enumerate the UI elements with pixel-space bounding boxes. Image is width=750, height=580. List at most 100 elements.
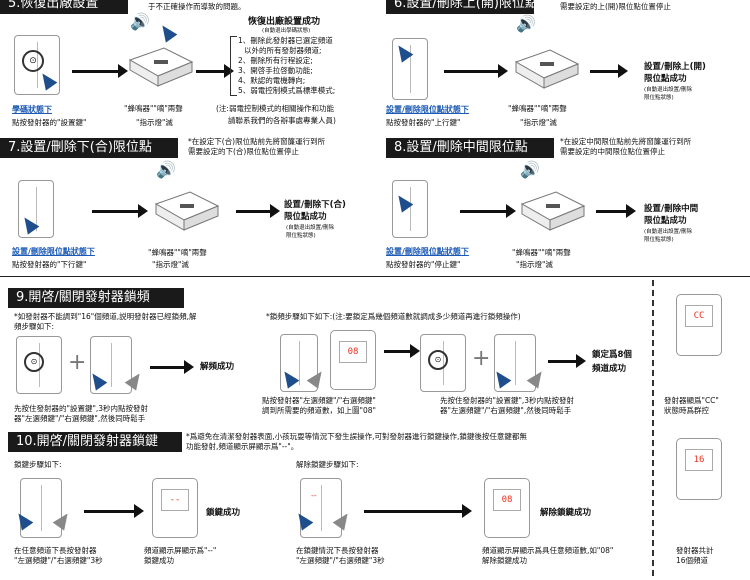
display-screen: 16 bbox=[685, 449, 713, 471]
section-6-top-note: 需要設定的上(開)限位點位置停止 bbox=[560, 2, 671, 11]
plus-icon: + bbox=[68, 350, 87, 375]
arrow-icon bbox=[460, 204, 516, 218]
mode-label: 設置/刪除限位點狀態下 bbox=[386, 105, 469, 114]
press-caption: 點按發射器的"設置鍵" bbox=[12, 118, 87, 127]
set-button-icon: ⊙ bbox=[22, 50, 44, 72]
caption: 先按住發射器的"設置鍵",3秒内點按發射 bbox=[440, 396, 575, 405]
motor-icon bbox=[514, 49, 580, 89]
side-caption: 發射器共計 bbox=[676, 546, 714, 555]
beep-caption: "蜂鳴器""嘀"兩聲 bbox=[512, 248, 571, 257]
reset-note-1: (注:弱電控制模式的相關操作和功能 bbox=[216, 104, 334, 113]
section-6-header: 6.設置/刪除上(開)限位點 bbox=[386, 0, 538, 14]
motor-icon bbox=[154, 191, 220, 231]
arrow-icon bbox=[196, 64, 234, 78]
press-caption: 點按發射器的"停止鍵" bbox=[386, 260, 461, 269]
caption: 在任意頻道下長按發射器 bbox=[14, 546, 97, 555]
section-10-note-1: *爲避免在清潔發射器表面,小孩玩耍等情況下發生誤操作,可對發射器進行鎖鍵操作,鎖… bbox=[186, 432, 527, 441]
lock-result-1: 鎖定爲8個 bbox=[592, 350, 632, 360]
beep-icon: 🔊 bbox=[156, 160, 176, 179]
arrow-icon bbox=[84, 504, 144, 518]
plus-icon: + bbox=[472, 346, 491, 371]
result-sub-2: 限位點狀態) bbox=[644, 237, 674, 243]
unlock-result: 解頻成功 bbox=[200, 362, 235, 372]
section-5-top-note: 于不正確操作而導致的問題。 bbox=[148, 2, 246, 11]
set-button-icon: ⊙ bbox=[428, 350, 448, 370]
result-sub-2: 限位點狀態) bbox=[286, 233, 316, 239]
lock-steps-label: 鎖鍵步驟如下: bbox=[14, 460, 62, 469]
result-sub-1: (自動退出設置/刪除 bbox=[644, 229, 692, 235]
beep-caption: "蜂鳴器""嘀"兩聲 bbox=[124, 104, 183, 113]
mode-label: 設置/刪除限位點狀態下 bbox=[386, 247, 469, 256]
led-caption: "指示燈"滅 bbox=[520, 118, 557, 127]
beep-caption: "蜂鳴器""嘀"兩聲 bbox=[508, 104, 567, 113]
remote-control bbox=[280, 334, 318, 392]
caption: 鎖鍵成功 bbox=[144, 556, 174, 565]
result-line-1: 設置/刪除下(合) bbox=[284, 200, 346, 210]
result-line-1: 設置/刪除中間 bbox=[644, 204, 699, 214]
section-8-note-2: 需要設定的中間限位點位置停止 bbox=[560, 147, 665, 156]
side-caption: 發射器顯爲"CC" bbox=[664, 396, 719, 405]
arrow-icon bbox=[548, 354, 586, 368]
unlock-result: 解除鎖鍵成功 bbox=[540, 508, 592, 518]
motor-icon bbox=[520, 191, 586, 231]
channel-display: 08 bbox=[484, 478, 530, 538]
channel-display: 16 bbox=[676, 438, 722, 500]
reset-item-4: 3、開啓手拉啓動功能; bbox=[238, 66, 313, 75]
reset-sub: (自動退出學碼狀態) bbox=[262, 28, 311, 34]
channel-display: CC bbox=[676, 294, 722, 356]
arrow-icon bbox=[72, 64, 128, 78]
remote-control bbox=[90, 336, 132, 394]
caption: "左選頻鍵"/"右選頻鍵"3秒 bbox=[14, 556, 103, 565]
section-8-note-1: *在設定中間限位點前先將窗簾運行到所 bbox=[560, 137, 692, 146]
result-sub-1: (自動退出設置/刪除 bbox=[644, 87, 692, 93]
reset-item-3: 2、刪除所有行程設定; bbox=[238, 56, 313, 65]
divider bbox=[0, 276, 750, 277]
motor-icon bbox=[128, 47, 194, 87]
result-sub-1: (自動退出設置/刪除 bbox=[286, 225, 334, 231]
reset-title: 恢復出廠設置成功 bbox=[248, 17, 321, 27]
remote-control: -- bbox=[300, 478, 342, 538]
display-screen: 08 bbox=[493, 489, 521, 511]
arrow-icon bbox=[150, 360, 194, 374]
section-7-note-1: *在設定下(合)限位點前先將窗簾運行到所 bbox=[188, 137, 326, 146]
arrow-icon bbox=[364, 504, 472, 518]
led-caption: "指示燈"滅 bbox=[516, 260, 553, 269]
arrow-icon bbox=[384, 344, 420, 358]
reset-item-6: 5、弱電控制模式爲標準模式; bbox=[238, 86, 336, 95]
reset-note-2: 請聯系我們的各辦事處專業人員) bbox=[228, 116, 336, 125]
section-9-header: 9.開啓/關閉發射器鎖頻 bbox=[8, 288, 184, 308]
display-screen: -- bbox=[311, 491, 317, 500]
mode-label: 設置/刪除限位點狀態下 bbox=[12, 247, 95, 256]
caption: 解除鎖鍵成功 bbox=[482, 556, 527, 565]
led-caption: "指示燈"滅 bbox=[152, 260, 189, 269]
reset-item-5: 4、默認的電機轉向; bbox=[238, 76, 306, 85]
channel-display: -- bbox=[152, 478, 198, 538]
remote-control bbox=[392, 38, 428, 100]
result-line-2: 限位點成功 bbox=[644, 74, 687, 84]
caption: "左選頻鍵"/"右選頻鍵"3秒 bbox=[296, 556, 385, 565]
lock-result: 鎖鍵成功 bbox=[206, 508, 241, 518]
unlock-steps-label: 解除鎖鍵步驟如下: bbox=[296, 460, 359, 469]
side-caption: 狀態時爲群控 bbox=[664, 406, 709, 415]
arrow-icon bbox=[444, 64, 508, 78]
arrow-icon bbox=[596, 204, 636, 218]
caption: 頻道顯示屏顯示爲具任意頻道數,如"08" bbox=[482, 546, 614, 555]
remote-control bbox=[18, 180, 54, 238]
led-caption: "指示燈"滅 bbox=[136, 118, 173, 127]
side-caption: 16個頻道 bbox=[676, 556, 709, 565]
display-screen: -- bbox=[161, 489, 189, 511]
reset-item-1: 1、刪除此發射器已選定頻道 bbox=[238, 36, 333, 45]
lock-result-2: 頻道成功 bbox=[592, 364, 627, 374]
remote-control bbox=[494, 334, 536, 392]
result-line-1: 設置/刪除上(開) bbox=[644, 62, 706, 72]
caption: 頻道顯示屏顯示爲"--" bbox=[144, 546, 217, 555]
press-caption: 點按發射器的"上行鍵" bbox=[386, 118, 461, 127]
section-9-note-1: *如發射器不能調到"16"個頻道,説明發射器已經鎖頻,解 bbox=[14, 312, 197, 321]
caption: 器"左選頻鍵"/"右選頻鍵",然後同時鬆手 bbox=[440, 406, 572, 415]
beep-icon: 🔊 bbox=[516, 14, 536, 33]
reset-item-2: 以外的所有發射器頻道; bbox=[244, 46, 322, 55]
caption: 先按住發射器的"設置鍵",3秒内點按發射 bbox=[14, 404, 149, 413]
display-screen: 08 bbox=[339, 341, 367, 363]
arrow-icon bbox=[590, 64, 628, 78]
caption: 器"左選頻鍵"/"右選頻鍵",然後同時鬆手 bbox=[14, 414, 146, 423]
